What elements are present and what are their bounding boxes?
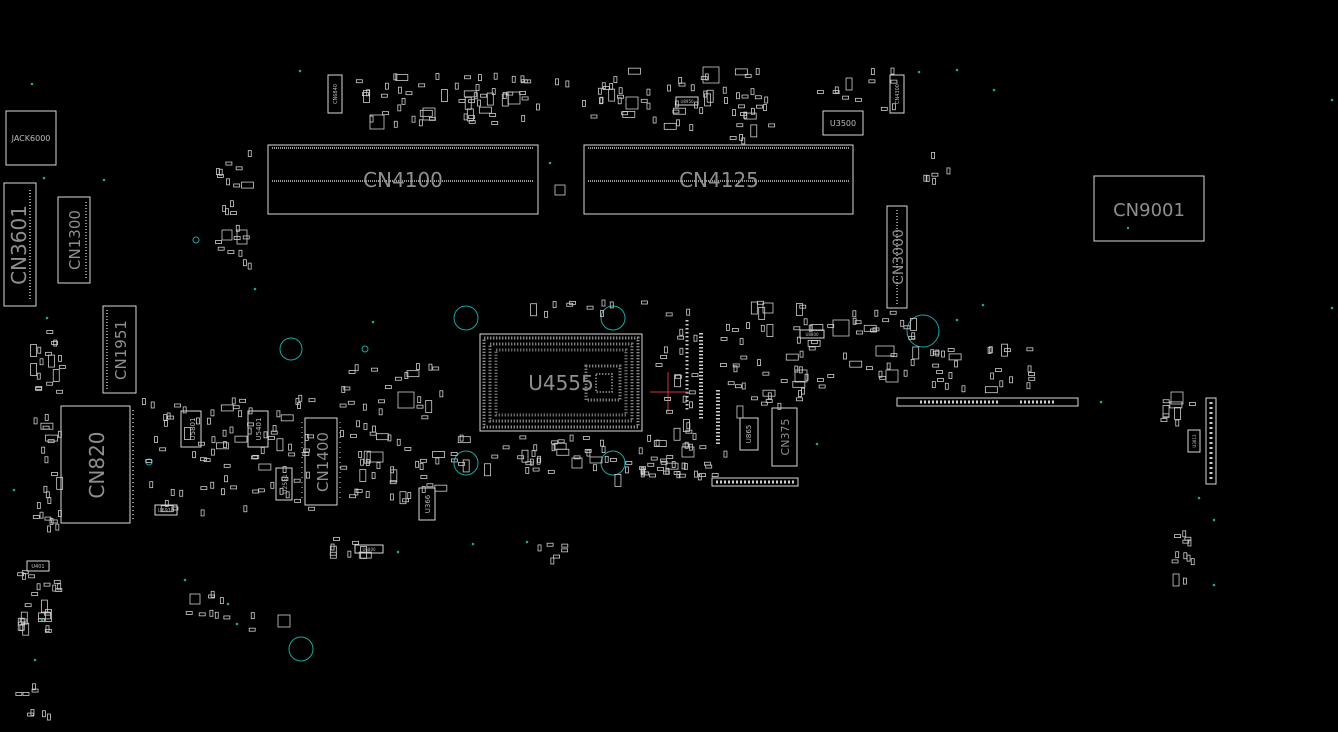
connector-right-edge[interactable] <box>1205 397 1217 485</box>
connector-strip-right[interactable] <box>896 397 1079 407</box>
connector-cn3000[interactable]: CN3000 <box>886 205 908 309</box>
chip-u5801[interactable]: U5801 <box>180 410 202 448</box>
cn3601-label: CN3601 <box>7 205 31 285</box>
chip-u3500[interactable]: U3500 <box>822 110 864 136</box>
connector-cn1400[interactable]: CN1400 <box>301 417 341 506</box>
u8950-label: U8950 <box>680 99 694 104</box>
connector-cn4100[interactable]: CN4100 <box>267 144 539 215</box>
chip-u2551[interactable]: U2551 <box>275 467 293 501</box>
connector-vertical-center[interactable] <box>685 320 720 444</box>
u3813-label: U3813 <box>1192 434 1197 448</box>
u4555-label: U4555 <box>528 371 594 395</box>
chip-u401[interactable]: U401 <box>26 560 50 572</box>
chip-u4555[interactable]: U4555 <box>479 333 643 432</box>
chip-u366[interactable]: U366 <box>418 487 436 521</box>
connector-cn1300[interactable]: CN1300 <box>57 196 91 284</box>
connector-jack6000[interactable]: JACK6000 <box>5 110 57 166</box>
u366-label: U366 <box>424 494 432 513</box>
connector-cn6840[interactable]: CN6840 <box>327 74 343 114</box>
cn1300-label: CN1300 <box>66 210 84 270</box>
cn3000-label: CN3000 <box>891 229 907 285</box>
connector-cn1951[interactable]: CN1951 <box>102 305 137 394</box>
crosshair-cursor <box>650 372 688 412</box>
jack6000-label: JACK6000 <box>11 134 51 143</box>
cn820-label: CN820 <box>85 431 109 498</box>
connector-cn4300[interactable]: CN4300 <box>889 74 905 114</box>
smd-components <box>15 66 1196 721</box>
cn4100-label: CN4100 <box>363 168 443 192</box>
connector-strip-bottom[interactable] <box>711 477 799 487</box>
cn1400-label: CN1400 <box>314 432 332 492</box>
cn6840-label: CN6840 <box>333 84 339 104</box>
cn4125-label: CN4125 <box>679 168 759 192</box>
cn1951-label: CN1951 <box>112 320 130 380</box>
u5801-label: U5801 <box>189 418 197 441</box>
connector-cn820[interactable]: CN820 <box>60 405 134 524</box>
cn375-label: CN375 <box>779 419 792 456</box>
u865-label: U865 <box>745 425 753 443</box>
connector-cn375[interactable]: CN375 <box>771 407 798 467</box>
u3500-label: U3500 <box>830 119 856 128</box>
u6800-label: U6800 <box>362 547 376 552</box>
cn4300-label: CN4300 <box>895 84 901 104</box>
cn9001-label: CN9001 <box>1113 200 1185 221</box>
connector-cn3601[interactable]: CN3601 <box>3 182 37 307</box>
connector-cn4125[interactable]: CN4125 <box>583 144 854 215</box>
chip-u3813[interactable]: U3813 <box>1187 429 1201 453</box>
via-dots <box>12 68 1334 662</box>
u5401-label: U5401 <box>255 418 263 441</box>
u2551-label: U2551 <box>282 474 289 494</box>
chip-u865[interactable]: U865 <box>739 417 759 451</box>
u6910-label: U6910 <box>158 508 174 514</box>
chip-u6800[interactable]: U6800 <box>354 544 384 554</box>
u8800-label: U8800 <box>805 332 819 337</box>
connector-cn9001[interactable]: CN9001 <box>1093 175 1205 242</box>
u401-label: U401 <box>31 564 44 570</box>
